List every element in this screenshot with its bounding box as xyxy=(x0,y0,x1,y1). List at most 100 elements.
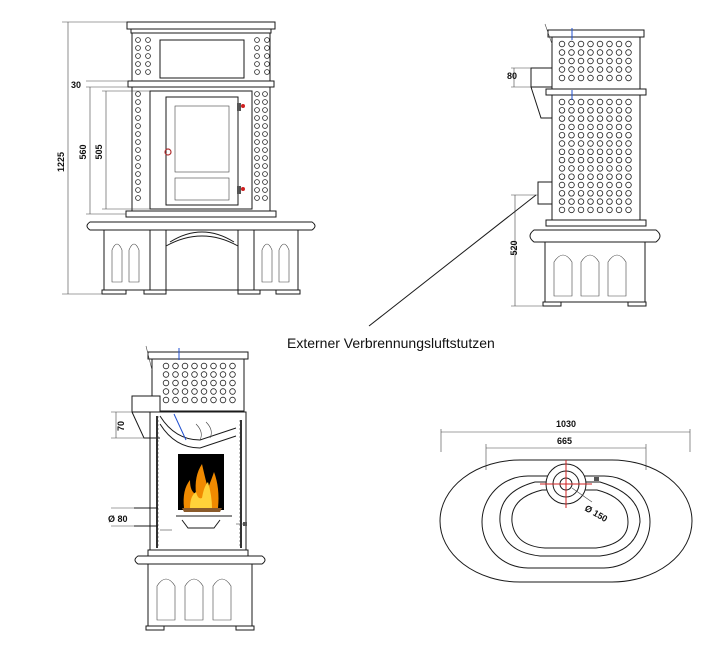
perforation-dot xyxy=(210,388,217,395)
perforation-dot xyxy=(568,206,575,214)
dim-outer-width: 1030 xyxy=(556,419,576,429)
perforation-dot xyxy=(625,156,632,164)
perforation-dot xyxy=(200,362,208,370)
perforation-dot xyxy=(568,140,575,147)
perforation-dot xyxy=(262,179,268,185)
dim-connector-height: 80 xyxy=(507,71,517,81)
perforation-dot xyxy=(625,123,632,131)
perforation-dot xyxy=(615,40,623,48)
perforation-dot xyxy=(262,187,268,193)
perforation-dot xyxy=(596,198,604,205)
perforation-dot xyxy=(254,147,260,153)
perforation-dot xyxy=(577,181,585,189)
perforation-dot xyxy=(577,123,585,131)
perforation-dot xyxy=(254,91,260,97)
perforation-dot xyxy=(558,74,566,82)
perforation-dot xyxy=(577,115,585,122)
perforation-dot xyxy=(135,69,141,75)
perforation-dot xyxy=(229,379,236,387)
perforation-dot xyxy=(135,45,141,51)
perforation-dot xyxy=(264,53,270,59)
front-upper-dots-right xyxy=(254,37,270,75)
perforation-dot xyxy=(596,107,604,114)
perforation-dot xyxy=(587,165,594,172)
perforation-dot xyxy=(596,74,604,82)
perforation-dot xyxy=(135,99,141,105)
dim-pipe-diameter: Ø 80 xyxy=(108,514,128,524)
perforation-dot xyxy=(181,396,189,404)
perforation-dot xyxy=(210,371,217,378)
door-handle-icon xyxy=(164,148,172,156)
perforation-dot xyxy=(135,187,141,193)
perforation-dot xyxy=(254,155,260,161)
front-lower-dots-left xyxy=(135,91,141,201)
perforation-dot xyxy=(568,40,575,48)
perforation-dot xyxy=(587,74,594,82)
perforation-dot xyxy=(606,98,613,106)
perforation-dot xyxy=(606,66,613,73)
perforation-dot xyxy=(135,147,141,153)
perforation-dot xyxy=(262,195,268,201)
perforation-dot xyxy=(577,165,585,172)
perforation-dot xyxy=(568,74,575,82)
perforation-dot xyxy=(596,206,604,214)
perforation-dot xyxy=(596,66,604,73)
section-dots xyxy=(162,362,236,404)
perforation-dot xyxy=(625,57,632,65)
dim-height-door: 560 xyxy=(78,144,88,159)
perforation-dot xyxy=(577,206,585,214)
perforation-dot xyxy=(254,53,260,59)
perforation-dot xyxy=(596,156,604,164)
perforation-dot xyxy=(625,140,632,147)
perforation-dot xyxy=(162,379,170,387)
perforation-dot xyxy=(558,148,566,155)
perforation-dot xyxy=(254,45,260,51)
perforation-dot xyxy=(145,61,151,67)
perforation-dot xyxy=(210,396,217,404)
perforation-dot xyxy=(625,115,632,122)
perforation-dot xyxy=(135,171,141,177)
dim-flue-diameter: Ø 150 xyxy=(583,503,609,524)
perforation-dot xyxy=(625,131,632,139)
perforation-dot xyxy=(135,179,141,185)
dim-top-gap: 70 xyxy=(116,421,126,431)
perforation-dot xyxy=(577,40,585,48)
dim-inner-width: 665 xyxy=(557,436,572,446)
perforation-dot xyxy=(254,163,260,169)
perforation-dot xyxy=(615,181,623,189)
perforation-dot xyxy=(135,163,141,169)
perforation-dot xyxy=(181,362,189,370)
perforation-dot xyxy=(625,107,632,114)
perforation-dot xyxy=(606,165,613,172)
perforation-dot xyxy=(262,123,268,129)
perforation-dot xyxy=(145,37,151,43)
perforation-dot xyxy=(568,190,575,197)
perforation-dot xyxy=(615,49,623,56)
perforation-dot xyxy=(200,396,208,404)
side-lower-dots xyxy=(558,98,632,214)
perforation-dot xyxy=(254,195,260,201)
perforation-dot xyxy=(254,69,260,75)
perforation-dot xyxy=(191,396,198,404)
perforation-dot xyxy=(264,45,270,51)
perforation-dot xyxy=(191,371,198,378)
perforation-dot xyxy=(615,107,623,114)
perforation-dot xyxy=(262,91,268,97)
perforation-dot xyxy=(210,362,217,370)
perforation-dot xyxy=(577,173,585,180)
side-view: 80 520 xyxy=(507,23,661,307)
perforation-dot xyxy=(558,115,566,122)
perforation-dot xyxy=(577,98,585,106)
perforation-dot xyxy=(229,388,236,395)
perforation-dot xyxy=(568,57,575,65)
perforation-dot xyxy=(587,107,594,114)
perforation-dot xyxy=(262,107,268,113)
front-dimension-lines xyxy=(62,21,150,295)
perforation-dot xyxy=(135,53,141,59)
perforation-dot xyxy=(200,388,208,395)
perforation-dot xyxy=(135,37,141,43)
perforation-dot xyxy=(181,371,189,378)
perforation-dot xyxy=(254,37,260,43)
perforation-dot xyxy=(625,49,632,56)
perforation-dot xyxy=(162,388,170,395)
